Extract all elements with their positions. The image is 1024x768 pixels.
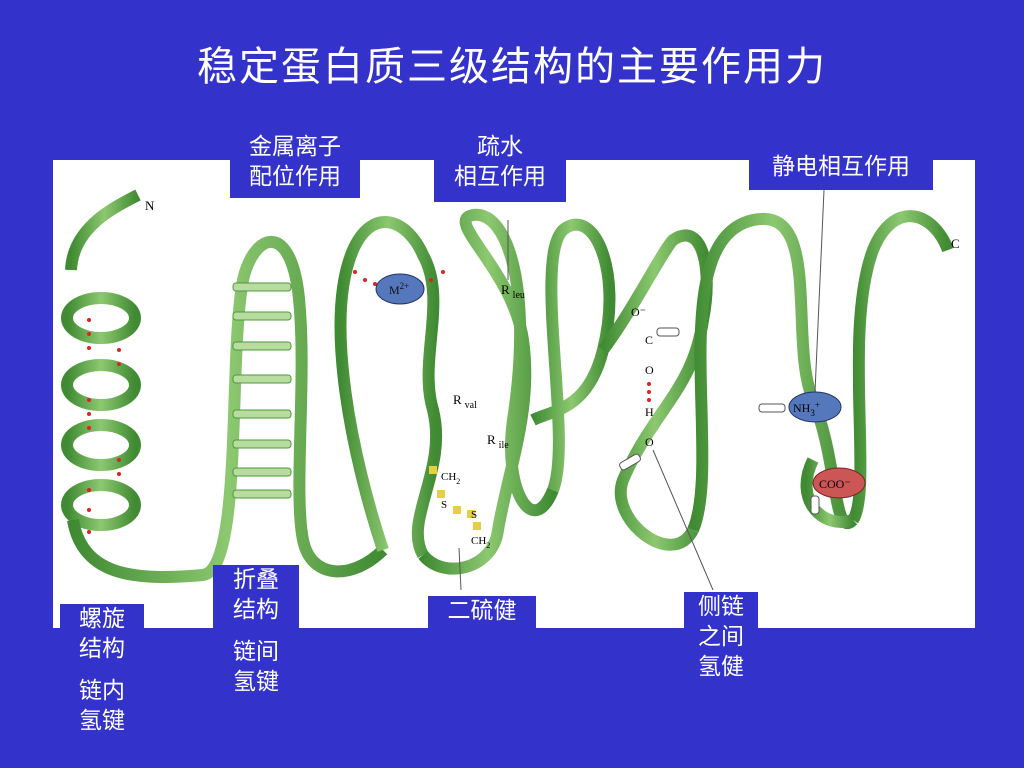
disulfide-bond: CH2 S S CH2 [429,466,490,591]
svg-text:M2+: M2+ [389,281,409,297]
disulfide-label: 二硫健 [428,596,536,632]
svg-text:O: O [645,435,654,449]
svg-text:CH2: CH2 [441,471,460,486]
electrostatic-label: 静电相互作用 [749,152,933,190]
sidechain-hbond-label: 侧链 之间 氢健 [684,592,758,702]
metal-ion: M2+ [353,270,445,305]
hydrophobic-label: 疏水 相互作用 [434,132,566,202]
n-terminus-label: N [145,198,155,213]
alpha-helix [61,189,388,583]
helix-label: 螺旋 结构 链内 氢键 [60,604,144,768]
electrostatic-pair: NH3+ COO⁻ [758,189,866,515]
svg-text:H: H [645,405,654,419]
c-terminus-label: C [951,236,960,251]
svg-text:NH3+: NH3+ [793,400,820,418]
slide-title: 稳定蛋白质三级结构的主要作用力 [197,44,827,90]
ribbon-backbone [334,208,954,575]
svg-text:O: O [645,363,654,377]
svg-text:S: S [441,499,447,511]
sheet-hbonds [232,282,292,499]
svg-text:C: C [645,333,653,347]
metal-coordination-label: 金属离子 配位作用 [230,132,360,198]
helix-hbond-dots [87,318,121,534]
sidechain-hbond: O⁻ C O H O [619,305,714,591]
svg-text:COO⁻: COO⁻ [819,477,851,491]
svg-text:O⁻: O⁻ [631,305,646,319]
svg-text:CH2: CH2 [471,535,490,550]
svg-text:S: S [471,509,477,521]
sheet-label: 折叠 结构 链间 氢键 [213,565,299,755]
